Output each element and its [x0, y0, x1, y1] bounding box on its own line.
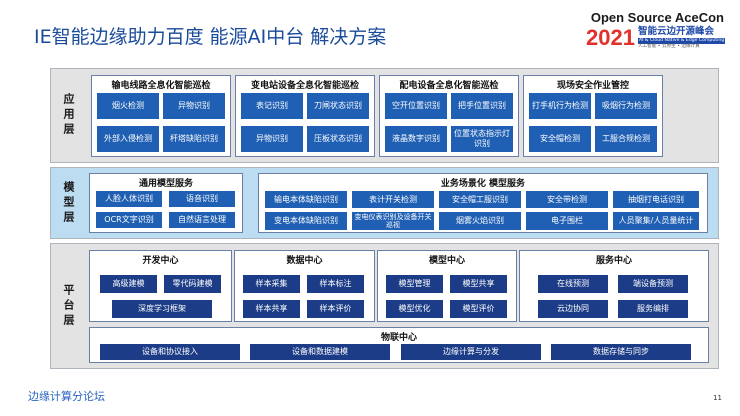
panel-title: 模型中心 — [428, 256, 465, 266]
platform-chip: 模型管理 — [386, 275, 443, 293]
platform-chip: 数据存储与同步 — [551, 344, 691, 360]
app-panel-distribution: 配电设备全息化智能巡检 空开位置识别 把手位置识别 液晶数字识别 位置状态指示灯… — [379, 75, 519, 157]
app-chip: 工服合规检测 — [595, 126, 657, 152]
data-center-panel: 数据中心 样本采集 样本标注 样本共享 样本评价 — [234, 250, 375, 322]
app-chip: 空开位置识别 — [385, 93, 447, 119]
layer-label: 平台层 — [58, 244, 78, 368]
app-panel-transmission: 输电线路全息化智能巡检 烟火检测 异物识别 外部入侵检测 杆塔缺陷识别 — [91, 75, 231, 157]
app-panel-safety: 现场安全作业管控 打手机行为检测 吸烟行为检测 安全帽检测 工服合规检测 — [523, 75, 663, 157]
platform-chip: 零代码建模 — [164, 275, 221, 293]
app-chip: 烟火检测 — [97, 93, 159, 119]
app-chip: 杆塔缺陷识别 — [163, 126, 225, 152]
model-chip: 抽烟打电话识别 — [613, 191, 699, 208]
platform-chip: 云边协同 — [538, 300, 608, 318]
iot-center-panel: 物联中心 设备和协议接入 设备和数据建模 边缘计算与分发 数据存储与同步 — [89, 327, 709, 363]
model-chip: 人员聚集/人员量统计 — [613, 212, 699, 230]
panel-title: 输电线路全息化智能巡检 — [111, 81, 211, 91]
logo-year: 2021 — [586, 25, 635, 50]
app-chip: 压板状态识别 — [307, 126, 369, 152]
dev-center-panel: 开发中心 高级建模 零代码建模 深度学习框架 — [89, 250, 232, 322]
app-chip: 把手位置识别 — [451, 93, 513, 119]
model-chip: OCR文字识别 — [96, 212, 162, 228]
layer-label: 模型层 — [58, 168, 78, 238]
platform-chip: 服务编排 — [618, 300, 688, 318]
general-model-panel: 通用模型服务 人脸人体识别 语音识别 OCR文字识别 自然语言处理 — [89, 173, 243, 233]
application-layer-label: 应用层 — [62, 93, 75, 138]
platform-chip: 样本标注 — [307, 275, 364, 293]
app-chip: 异物识别 — [241, 126, 303, 152]
platform-chip: 边缘计算与分发 — [401, 344, 541, 360]
panel-title: 业务场景化 模型服务 — [440, 179, 526, 189]
panel-title: 变电站设备全息化智能巡检 — [250, 81, 359, 91]
model-chip: 电子围栏 — [526, 212, 608, 230]
model-chip: 表计开关检测 — [352, 191, 434, 208]
app-chip: 刀闸状态识别 — [307, 93, 369, 119]
panel-title: 通用模型服务 — [138, 179, 193, 189]
platform-chip: 模型共享 — [450, 275, 507, 293]
platform-chip: 样本共享 — [243, 300, 300, 318]
platform-chip: 设备和数据建模 — [250, 344, 390, 360]
panel-title: 配电设备全息化智能巡检 — [399, 81, 499, 91]
model-layer: 模型层 通用模型服务 人脸人体识别 语音识别 OCR文字识别 自然语言处理 业务… — [50, 167, 719, 239]
slide-title-main: IE智能边缘助力百度 — [34, 26, 204, 48]
logo-name-en: AI & Cloud Native & Edge Computing — [637, 38, 726, 44]
app-panel-substation: 变电站设备全息化智能巡检 表记识别 刀闸状态识别 异物识别 压板状态识别 — [235, 75, 375, 157]
model-chip: 自然语言处理 — [169, 212, 235, 228]
panel-title: 开发中心 — [142, 256, 179, 266]
model-chip: 输电本体缺陷识别 — [265, 191, 347, 208]
page-number: 11 — [713, 394, 722, 402]
app-chip: 异物识别 — [163, 93, 225, 119]
platform-chip: 样本评价 — [307, 300, 364, 318]
logo-name-cn: 智能云边开源峰会 — [637, 26, 714, 37]
model-center-panel: 模型中心 模型管理 模型共享 模型优化 模型评价 — [377, 250, 517, 322]
platform-chip: 模型优化 — [386, 300, 443, 318]
app-chip: 外部入侵检测 — [97, 126, 159, 152]
slide-title-sub: 能源AI中台 解决方案 — [209, 26, 387, 48]
model-chip: 变电本体缺陷识别 — [265, 212, 347, 230]
panel-title: 物联中心 — [380, 333, 417, 343]
panel-title: 现场安全作业管控 — [556, 81, 629, 91]
service-center-panel: 服务中心 在线预测 端设备预测 云边协同 服务编排 — [519, 250, 709, 322]
app-chip: 表记识别 — [241, 93, 303, 119]
platform-chip: 模型评价 — [450, 300, 507, 318]
platform-chip: 深度学习框架 — [112, 300, 212, 318]
platform-layer: 平台层 开发中心 高级建模 零代码建模 深度学习框架 数据中心 样本采集 样本标… — [50, 243, 719, 369]
logo-line1: Open Source AceCon — [590, 10, 724, 25]
model-chip: 安全带检测 — [526, 191, 608, 208]
logo-text-column: 智能云边开源峰会 AI & Cloud Native & Edge Comput… — [637, 26, 726, 50]
model-chip: 人脸人体识别 — [96, 191, 162, 207]
business-model-panel: 业务场景化 模型服务 输电本体缺陷识别 表计开关检测 安全帽工服识别 安全带检测… — [258, 173, 708, 233]
app-chip: 位置状态指示灯识别 — [451, 126, 513, 152]
panel-title: 服务中心 — [595, 256, 632, 266]
platform-layer-label: 平台层 — [62, 283, 75, 329]
conference-logo: Open Source AceCon 2021 智能云边开源峰会 AI & Cl… — [572, 10, 726, 56]
app-chip: 液晶数字识别 — [385, 126, 447, 152]
platform-chip: 样本采集 — [243, 275, 300, 293]
platform-chip: 在线预测 — [538, 275, 608, 293]
panel-title: 数据中心 — [286, 256, 323, 266]
logo-tagline: 人工智能 • 云原生 • 边缘计算 — [637, 44, 700, 49]
layer-label: 应用层 — [58, 69, 78, 162]
logo-row2: 2021 智能云边开源峰会 AI & Cloud Native & Edge C… — [586, 25, 726, 50]
platform-chip: 设备和协议接入 — [100, 344, 240, 360]
app-chip: 安全帽检测 — [529, 126, 591, 152]
model-chip: 变电仪表识别及设备开关巡视 — [352, 212, 434, 230]
model-layer-label: 模型层 — [62, 180, 75, 226]
application-layer: 应用层 输电线路全息化智能巡检 烟火检测 异物识别 外部入侵检测 杆塔缺陷识别 … — [50, 68, 719, 163]
footer-text: 边缘计算分论坛 — [28, 390, 105, 403]
model-chip: 安全帽工服识别 — [439, 191, 521, 208]
slide-title: IE智能边缘助力百度能源AI中台 解决方案 — [34, 22, 386, 49]
platform-chip: 高级建模 — [100, 275, 157, 293]
model-chip: 语音识别 — [169, 191, 235, 207]
model-chip: 烟雾火焰识别 — [439, 212, 521, 230]
app-chip: 吸烟行为检测 — [595, 93, 657, 119]
app-chip: 打手机行为检测 — [529, 93, 591, 119]
platform-chip: 端设备预测 — [618, 275, 688, 293]
